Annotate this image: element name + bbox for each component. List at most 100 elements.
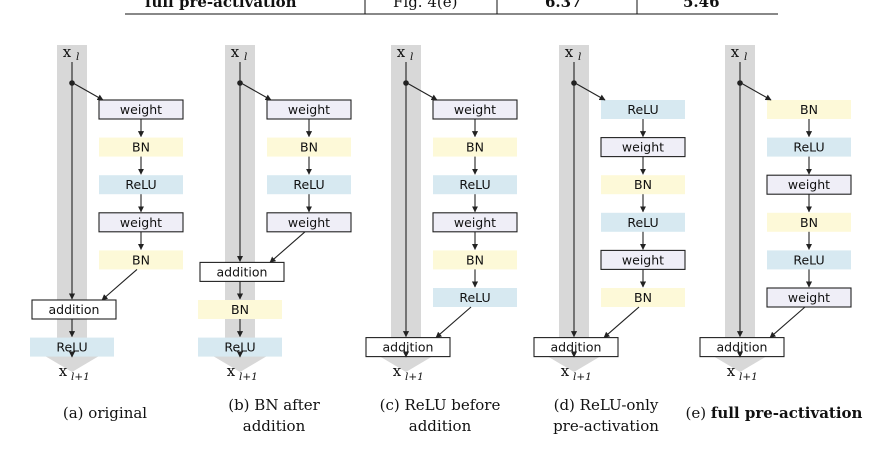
branch-layer-bn: BN: [433, 250, 517, 270]
split-dot: [571, 80, 577, 86]
arrow-to-branch: [740, 82, 772, 101]
table-row-label: full pre-activation: [145, 0, 297, 11]
branch-layer-weight-label: weight: [622, 140, 664, 155]
branch-layer-relu-label: ReLU: [293, 177, 324, 192]
arrow-branch-to-addition: [101, 268, 138, 301]
branch-layer-relu-box: [601, 100, 685, 119]
input-subscript: l: [76, 51, 79, 63]
table-value-2: 5.46: [683, 0, 720, 11]
arrow-to-branch: [406, 82, 438, 101]
branch-layer-bn-box: [601, 288, 685, 307]
branch-layer-weight-label: weight: [622, 252, 664, 267]
caption-a: (a) original: [63, 404, 147, 422]
addition-node-label: addition: [551, 340, 602, 355]
branch-layer-bn-box: [601, 175, 685, 195]
branch-layer-weight-label: weight: [120, 102, 162, 117]
caption-b: (b) BN after addition: [228, 396, 320, 435]
branch-layer-weight-box: [766, 287, 852, 308]
branch-layer-weight: weight: [266, 212, 352, 233]
branch-layer-weight-label: weight: [120, 215, 162, 230]
branch-layer-bn-label: BN: [132, 140, 150, 155]
arrow-to-branch: [240, 82, 272, 101]
branch-layer-relu-box: [767, 250, 851, 270]
split-dot: [237, 80, 243, 86]
branch-layer-relu-label: ReLU: [459, 290, 490, 305]
addition-node: addition: [365, 337, 451, 358]
output-symbol: x: [727, 362, 736, 380]
caption-line: addition: [243, 417, 306, 435]
output-symbol: x: [59, 362, 68, 380]
addition-node: addition: [533, 337, 619, 358]
output-symbol: x: [227, 362, 236, 380]
arrow-to-branch: [72, 82, 104, 101]
branch-layer-weight-label: weight: [288, 215, 330, 230]
branch-layer-weight-label: weight: [288, 102, 330, 117]
branch-layer-relu-label: ReLU: [125, 177, 156, 192]
branch-layer-relu: ReLU: [601, 212, 685, 232]
caption-bold: full pre-activation: [711, 404, 863, 422]
input-subscript: l: [410, 51, 413, 63]
branch-layer-relu: ReLU: [767, 250, 851, 270]
arrow-branch-to-addition: [269, 231, 306, 263]
branch-layer-bn-label: BN: [466, 140, 484, 155]
addition-node-box: [199, 261, 285, 282]
input-symbol: x: [397, 43, 406, 61]
branch-layer-relu: ReLU: [433, 288, 517, 307]
caption-e: (e) full pre-activation: [686, 404, 863, 422]
caption-line: (b) BN after: [228, 396, 320, 414]
arrow-branch-to-addition: [603, 306, 640, 339]
branch-layer-bn-label: BN: [800, 102, 818, 117]
branch-layer-bn: BN: [601, 288, 685, 307]
arrow-branch-to-addition: [435, 306, 472, 339]
branch-layer-weight-label: weight: [454, 215, 496, 230]
addition-node-label: addition: [383, 340, 434, 355]
output-subscript: l+1: [405, 371, 424, 383]
branch-layer-bn-box: [433, 137, 517, 157]
table-figure-ref: Fig. 4(e): [393, 0, 457, 11]
branch-layer-relu: ReLU: [601, 100, 685, 119]
addition-node-label: addition: [49, 302, 100, 317]
output-symbol: x: [561, 362, 570, 380]
arrow-branch-to-addition: [769, 306, 806, 339]
branch-layer-weight-label: weight: [788, 290, 830, 305]
branch-layer-bn: BN: [767, 212, 851, 232]
branch-layer-weight-label: weight: [788, 177, 830, 192]
input-subscript: l: [578, 51, 581, 63]
post-addition-bn: BN: [198, 300, 282, 319]
branch-layer-bn: BN: [99, 250, 183, 270]
post-addition-relu-box: [30, 337, 114, 357]
post-addition-bn-box: [198, 300, 282, 319]
branch-layer-bn-label: BN: [800, 215, 818, 230]
addition-node: addition: [699, 337, 785, 358]
output-subscript: l+1: [739, 371, 758, 383]
addition-node-box: [31, 299, 117, 320]
caption-line: addition: [409, 417, 472, 435]
branch-layer-relu-label: ReLU: [459, 177, 490, 192]
branch-layer-bn: BN: [99, 137, 183, 157]
branch-layer-bn: BN: [433, 137, 517, 157]
input-symbol: x: [731, 43, 740, 61]
caption-line: pre-activation: [553, 417, 659, 435]
branch-layer-relu-label: ReLU: [793, 252, 824, 267]
split-dot: [69, 80, 75, 86]
input-symbol: x: [231, 43, 240, 61]
caption-prefix: (e): [686, 404, 711, 422]
output-subscript: l+1: [239, 371, 258, 383]
branch-layer-relu-label: ReLU: [627, 215, 658, 230]
branch-layer-weight: weight: [766, 174, 852, 195]
branch-layer-relu-label: ReLU: [793, 140, 824, 155]
branch-layer-bn: BN: [267, 137, 351, 157]
addition-node-label: addition: [217, 264, 268, 279]
